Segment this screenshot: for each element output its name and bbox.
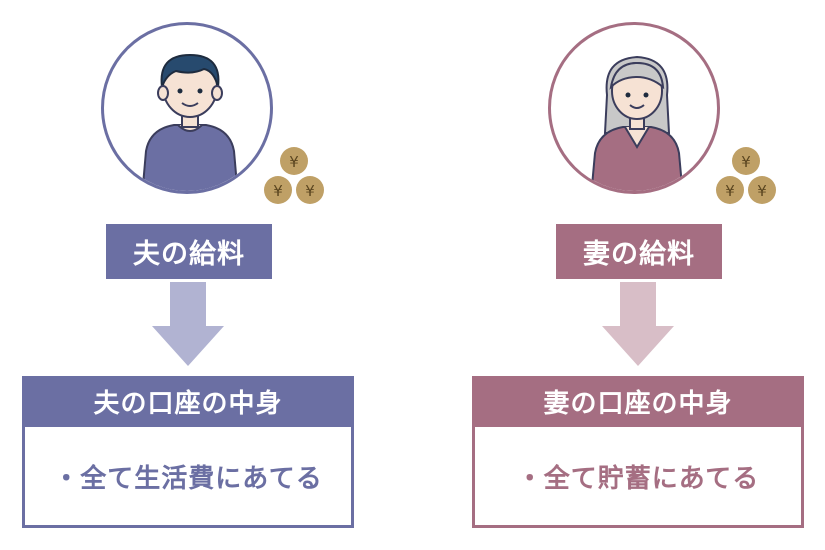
husband-avatar xyxy=(101,22,273,194)
husband-down-arrow-icon xyxy=(152,282,224,366)
wife-down-arrow-icon xyxy=(602,282,674,366)
svg-text:¥: ¥ xyxy=(305,182,315,200)
wife-salary-label: 妻の給料 xyxy=(556,224,722,279)
svg-text:¥: ¥ xyxy=(741,153,751,171)
wife-account-item: ・全て貯蓄にあてる xyxy=(472,424,804,528)
svg-text:¥: ¥ xyxy=(289,153,299,171)
yen-coins-icon: ¥ ¥ ¥ xyxy=(264,147,324,204)
svg-text:¥: ¥ xyxy=(273,182,283,200)
husband-account-title: 夫の口座の中身 xyxy=(22,376,354,426)
man-avatar-icon xyxy=(141,53,239,191)
svg-text:¥: ¥ xyxy=(725,182,735,200)
wife-avatar xyxy=(548,22,720,194)
husband-salary-label: 夫の給料 xyxy=(106,224,272,279)
husband-column: ¥ ¥ ¥ 夫の給料 夫の口座の中身 ・全て生活費にあてる xyxy=(0,0,412,550)
svg-text:¥: ¥ xyxy=(757,182,767,200)
yen-coins-icon: ¥ ¥ ¥ xyxy=(716,147,776,204)
woman-avatar-icon xyxy=(590,55,684,191)
wife-column: ¥ ¥ ¥ 妻の給料 妻の口座の中身 ・全て貯蓄にあてる xyxy=(412,0,824,550)
husband-account-item: ・全て生活費にあてる xyxy=(22,424,354,528)
wife-account-title: 妻の口座の中身 xyxy=(472,376,804,426)
